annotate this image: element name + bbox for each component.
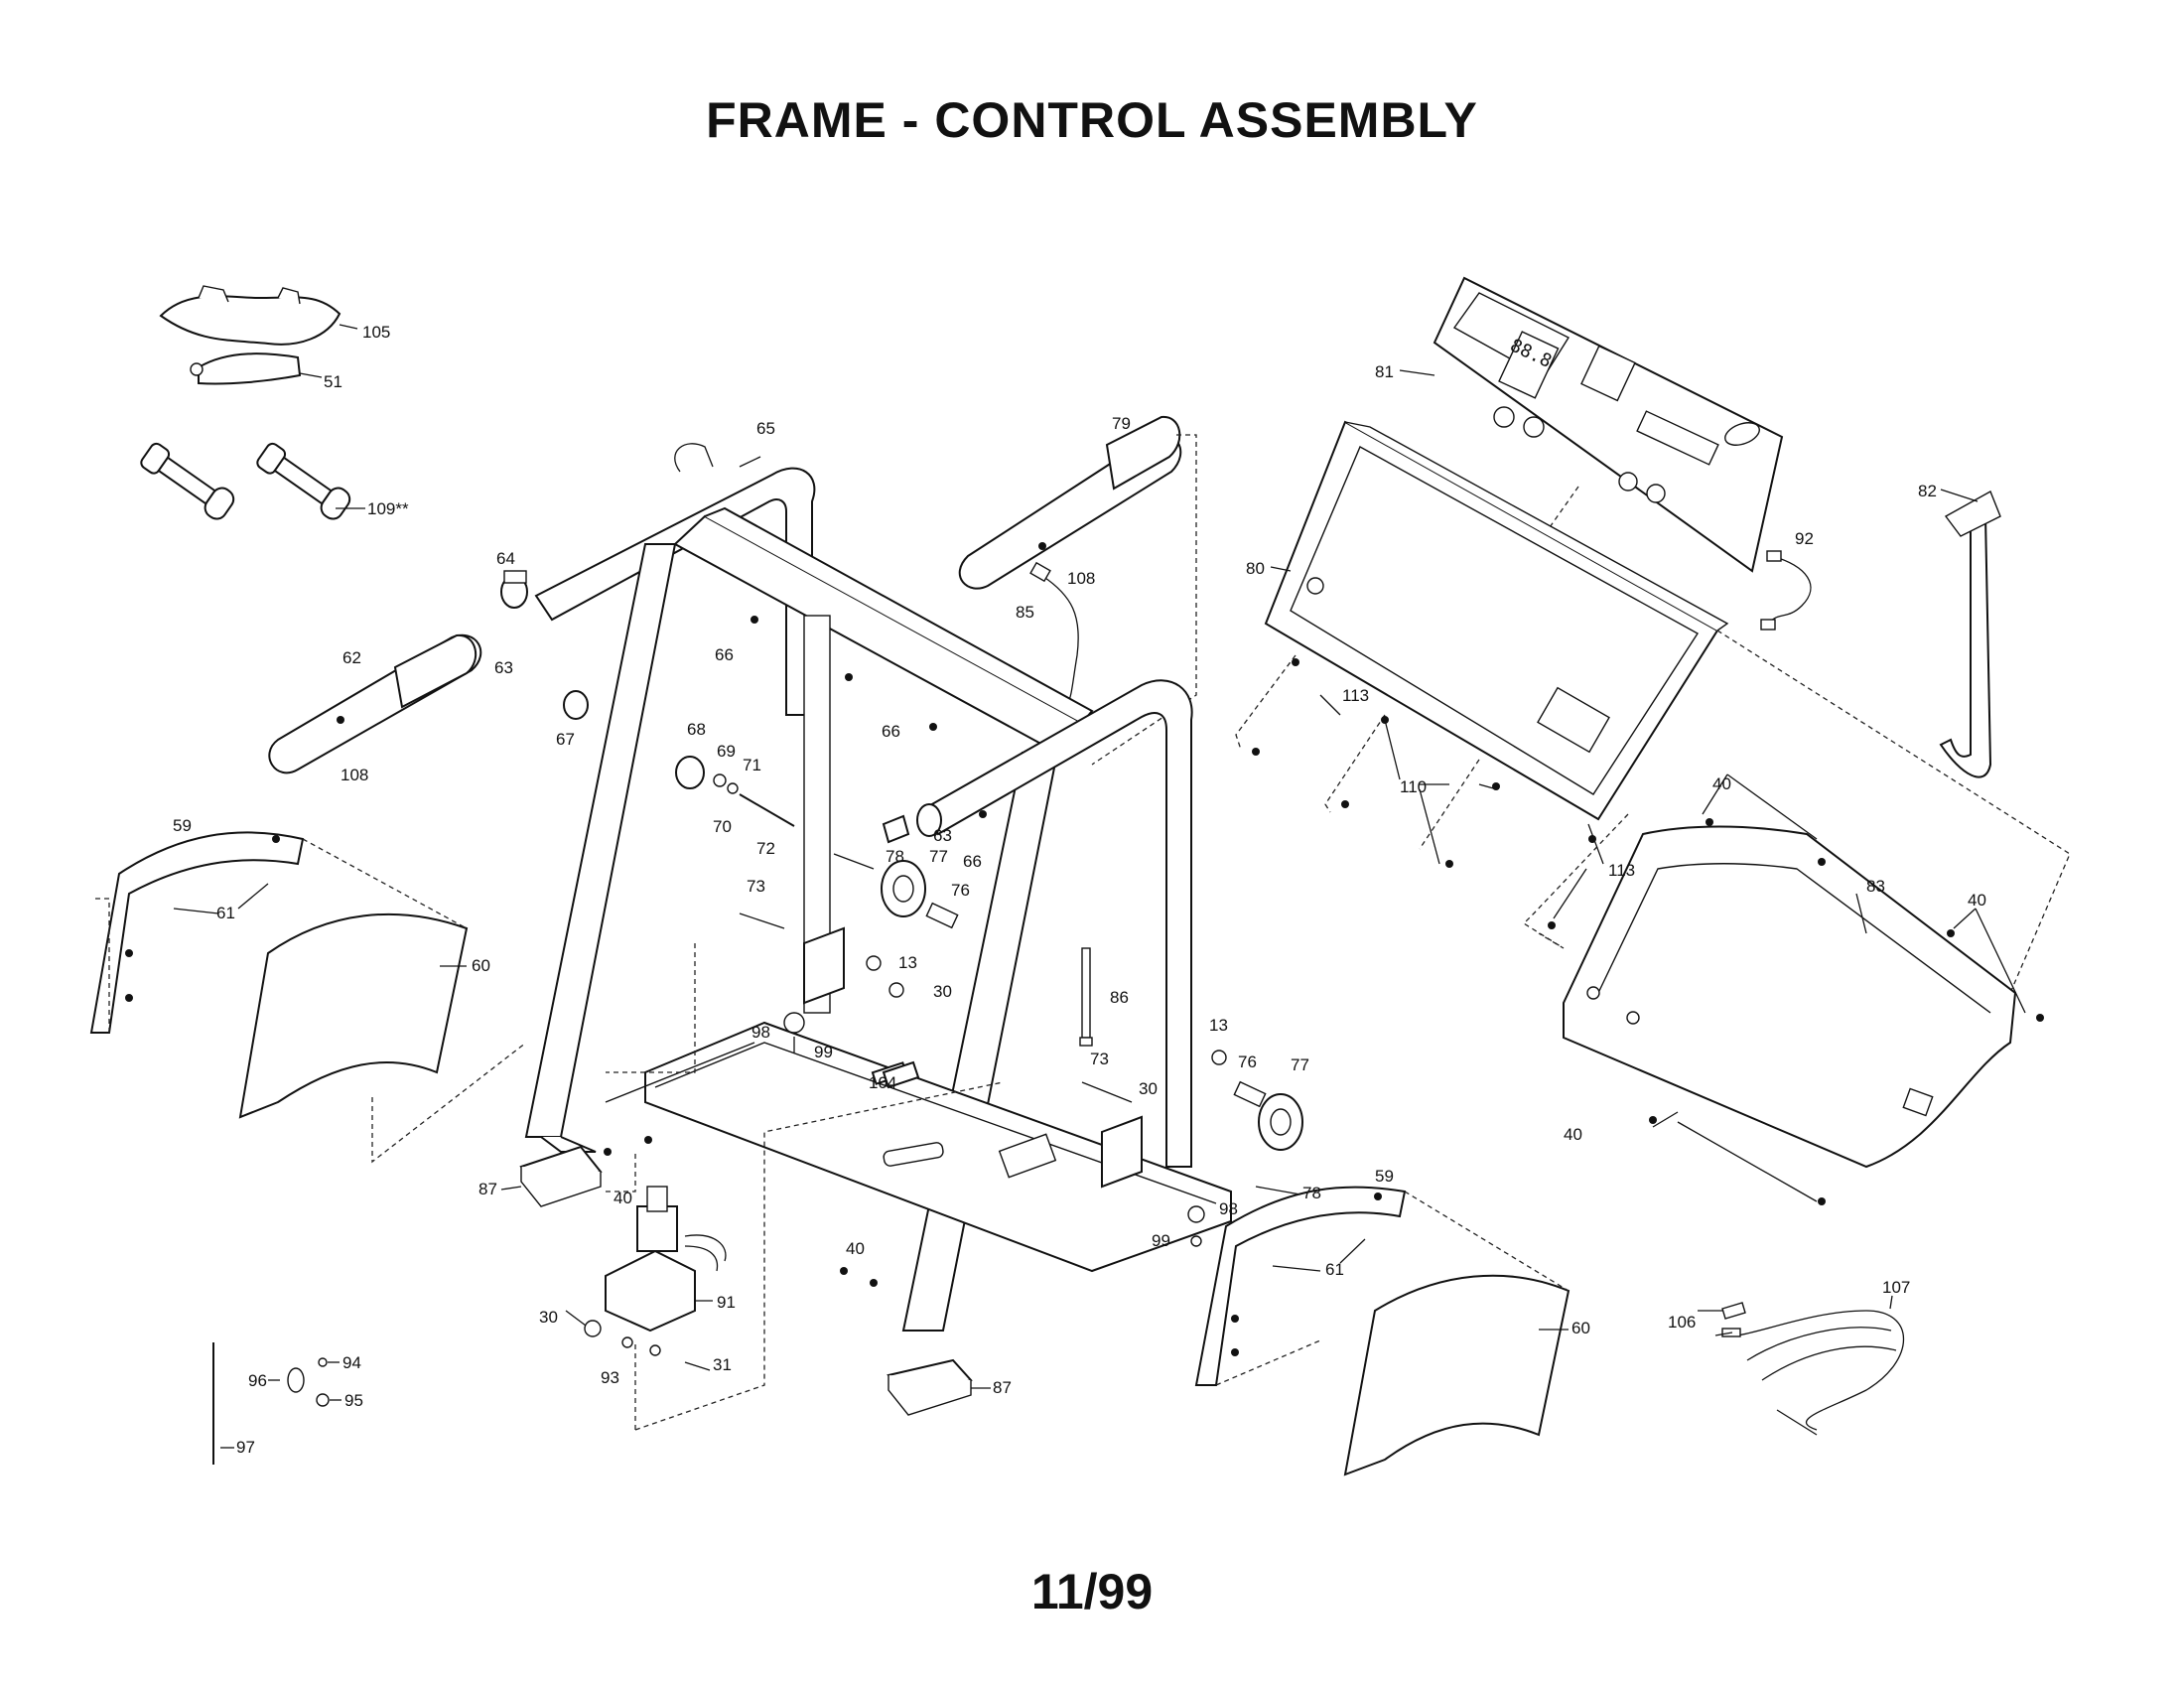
callout-label: 59 <box>1375 1167 1394 1186</box>
callout-label: 99 <box>814 1043 833 1061</box>
callout-label: 40 <box>1564 1125 1582 1144</box>
motor-hood-83 <box>1563 773 2026 1202</box>
callout-label: 72 <box>756 839 775 858</box>
callout-label: 97 <box>236 1438 255 1457</box>
left-handlebar-grip-62 <box>268 570 528 774</box>
callout-label: 80 <box>1246 559 1265 578</box>
wire-harness-92 <box>1760 550 1812 631</box>
callout-label: 91 <box>717 1293 736 1312</box>
right-handlebar-grip-79 <box>958 415 1197 766</box>
callout-label: 60 <box>472 956 490 975</box>
callout-label: 66 <box>882 722 900 741</box>
callout-label: 63 <box>933 826 952 845</box>
callout-label: 105 <box>362 323 390 342</box>
callout-label: 67 <box>556 730 575 749</box>
callout-label: 71 <box>743 756 761 774</box>
callout-label: 86 <box>1110 988 1129 1007</box>
callout-label: 87 <box>993 1378 1012 1397</box>
callout-label: 68 <box>687 720 706 739</box>
callout-label: 78 <box>1302 1184 1321 1202</box>
callout-label: 110 <box>1400 777 1427 796</box>
callout-label: 30 <box>933 982 952 1001</box>
callout-label: 60 <box>1571 1319 1590 1337</box>
callout-label: 65 <box>756 419 775 438</box>
callout-label: 40 <box>1712 774 1731 793</box>
page-number: 11/99 <box>1030 1564 1154 1619</box>
feet <box>500 1145 991 1416</box>
callout-label: 108 <box>341 766 368 784</box>
callout-label: 98 <box>751 1023 770 1042</box>
callout-label: 13 <box>1209 1016 1228 1035</box>
callout-label: 108 <box>1067 569 1095 588</box>
callout-label: 40 <box>1968 891 1986 910</box>
callout-labels: 105 51 109** 65 79 64 63 62 108 108 85 6… <box>173 323 1986 1457</box>
diagram-title: FRAME - CONTROL ASSEMBLY <box>706 92 1478 148</box>
callout-label: 61 <box>1325 1260 1344 1279</box>
callout-label: 82 <box>1918 482 1937 500</box>
callout-label: 66 <box>715 645 734 664</box>
callout-label: 99 <box>1152 1231 1170 1250</box>
callout-label: 93 <box>601 1368 619 1387</box>
callout-label: 40 <box>846 1239 865 1258</box>
callout-label: 106 <box>1668 1313 1696 1332</box>
safety-key-clip <box>159 285 358 385</box>
callout-label: 40 <box>614 1189 632 1207</box>
callout-label: 51 <box>324 372 342 391</box>
callout-label: 83 <box>1866 877 1885 896</box>
callout-label: 31 <box>713 1355 732 1374</box>
power-cord-107 <box>1698 1295 1904 1436</box>
callout-label: 61 <box>216 904 235 922</box>
handle-end-caps <box>140 442 365 520</box>
callout-label: 76 <box>951 881 970 900</box>
callout-label: 73 <box>1090 1050 1109 1068</box>
callout-label: 73 <box>747 877 765 896</box>
callout-label: 94 <box>342 1353 361 1372</box>
screws <box>125 542 2044 1356</box>
callout-label: 81 <box>1375 362 1394 381</box>
callout-label: 109** <box>367 499 409 518</box>
callout-label: 85 <box>1016 603 1034 622</box>
callout-label: 62 <box>342 648 361 667</box>
callout-label: 87 <box>478 1180 497 1198</box>
right-side-covers <box>1194 1186 1570 1476</box>
callout-label: 77 <box>929 847 948 866</box>
lift-motor-assembly <box>565 1081 1004 1431</box>
console-cable-85 <box>1029 561 1079 706</box>
callout-label: 113 <box>1342 686 1369 705</box>
callout-label: 98 <box>1219 1199 1238 1218</box>
console-base-80 <box>1235 420 2071 994</box>
callout-label: 113 <box>1608 861 1635 880</box>
callout-label: 30 <box>539 1308 558 1327</box>
callout-label: 79 <box>1112 414 1131 433</box>
callout-label: 63 <box>494 658 513 677</box>
wheels-and-bolts-right <box>882 947 1303 1247</box>
callout-label: 30 <box>1139 1079 1158 1098</box>
callout-label: 69 <box>717 742 736 761</box>
main-upright-frame <box>524 506 1232 1332</box>
console-overlay-81: 88.8 <box>1399 276 1784 656</box>
callout-label: 92 <box>1795 529 1814 548</box>
callout-label: 13 <box>898 953 917 972</box>
callout-label: 70 <box>713 817 732 836</box>
callout-label: 96 <box>248 1371 267 1390</box>
callout-label: 59 <box>173 816 192 835</box>
callout-label: 95 <box>344 1391 363 1410</box>
cable-wrap-82 <box>1939 489 2001 778</box>
left-side-covers <box>89 831 527 1164</box>
callout-label: 77 <box>1291 1055 1309 1074</box>
callout-label: 78 <box>886 847 904 866</box>
callout-label: 76 <box>1238 1052 1257 1071</box>
small-hardware <box>212 1342 341 1465</box>
callout-label: 66 <box>963 852 982 871</box>
callout-label: 107 <box>1882 1278 1910 1297</box>
callout-label: 104 <box>869 1073 896 1092</box>
callout-label: 64 <box>496 549 515 568</box>
